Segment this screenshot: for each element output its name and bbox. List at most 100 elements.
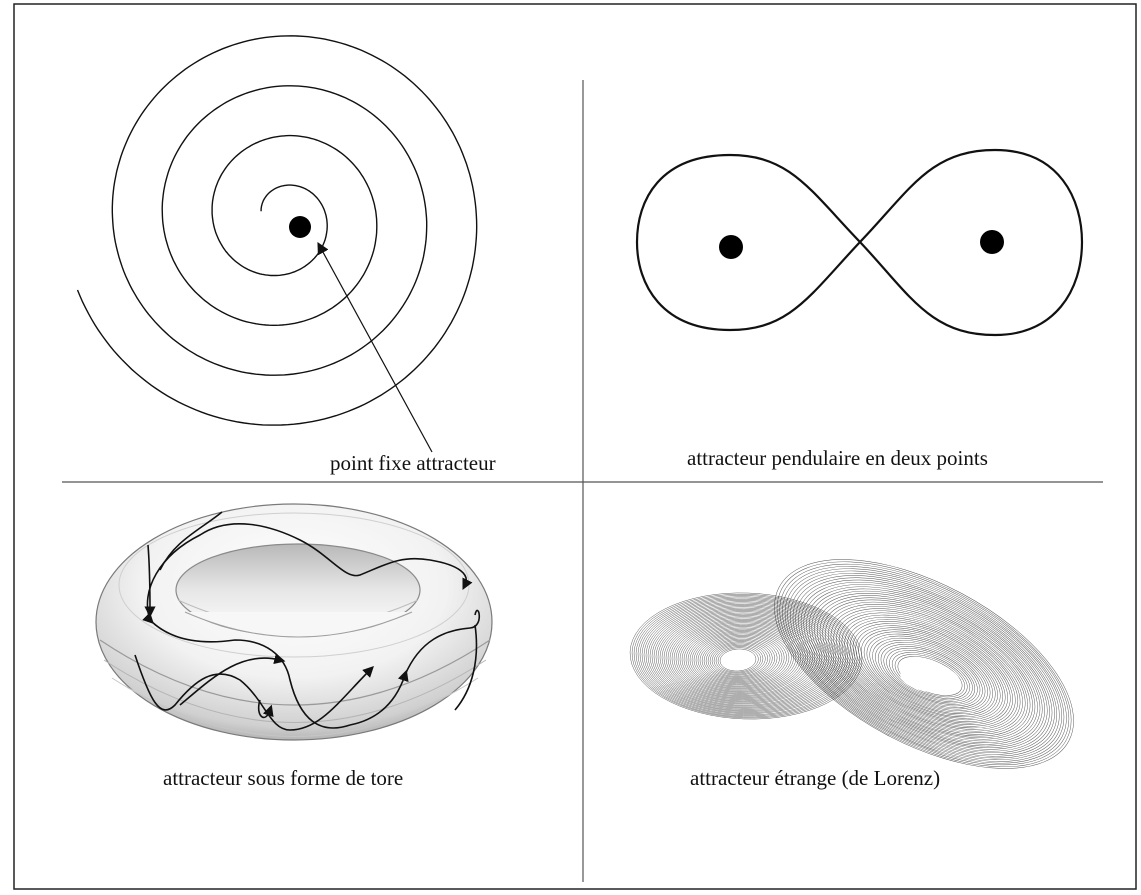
lorenz-orbit xyxy=(798,579,1053,754)
lorenz-orbit xyxy=(825,601,1028,737)
lorenz-orbit xyxy=(703,638,775,680)
lorenz-orbit xyxy=(800,581,1050,752)
lorenz-orbit xyxy=(779,563,1070,766)
spiral-trajectory xyxy=(76,35,478,426)
lorenz-orbit xyxy=(863,631,993,714)
lorenz-orbit xyxy=(673,620,811,696)
lorenz-orbit xyxy=(792,575,1058,757)
lorenz-orbit xyxy=(811,590,1041,745)
lorenz-orbit xyxy=(715,646,761,674)
lorenz-orbit xyxy=(633,595,858,718)
lorenz-orbit xyxy=(889,650,971,701)
lorenz-orbit xyxy=(827,603,1026,735)
lorenz-orbit xyxy=(631,593,860,719)
lorenz-orbit xyxy=(866,633,991,713)
lorenz-orbit xyxy=(880,644,978,705)
lorenz-orbit xyxy=(645,602,844,711)
lorenz-orbit xyxy=(790,572,1060,759)
lorenz-orbit xyxy=(814,593,1038,743)
lorenz-orbit xyxy=(803,584,1048,750)
lorenz-orbit xyxy=(858,627,998,718)
lorenz-orbit xyxy=(819,597,1033,740)
lorenz-orbit xyxy=(872,637,986,710)
lorenz-orbit xyxy=(719,648,757,672)
lorenz-orbit xyxy=(847,619,1009,724)
lorenz-orbit xyxy=(883,646,976,704)
lorenz-orbit xyxy=(691,631,790,687)
lorenz-orbit xyxy=(663,613,823,702)
lorenz-orbit xyxy=(671,618,813,697)
lorenz-orbit xyxy=(782,566,1067,764)
lorenz-orbit xyxy=(677,622,806,694)
lorenz-orbit xyxy=(637,597,853,716)
lorenz-orbit xyxy=(717,647,759,673)
lorenz-orbit xyxy=(709,642,768,677)
caption-torus: attracteur sous forme de tore xyxy=(163,766,403,790)
lorenz-orbit xyxy=(635,596,856,717)
lorenz-orbit xyxy=(661,612,825,703)
lorenz-orbit xyxy=(683,626,799,691)
caption-fixed-point: point fixe attracteur xyxy=(330,451,496,475)
lorenz-orbit xyxy=(705,640,773,679)
lorenz-orbit xyxy=(647,603,842,710)
lorenz-orbit xyxy=(643,601,846,712)
caption-pendulum: attracteur pendulaire en deux points xyxy=(687,446,988,470)
lorenz-orbit xyxy=(817,595,1036,742)
lorenz-right-eye xyxy=(900,663,960,693)
lorenz-orbit xyxy=(861,629,996,716)
lorenz-orbit xyxy=(711,643,766,676)
lorenz-orbit xyxy=(808,588,1043,747)
lorenz-orbit xyxy=(701,637,778,681)
lorenz-orbit xyxy=(657,610,830,705)
lorenz-orbit xyxy=(649,605,839,709)
lorenz-orbit xyxy=(795,577,1055,755)
lorenz-orbit xyxy=(877,641,981,707)
lorenz-orbit xyxy=(855,625,1001,719)
lorenz-orbit xyxy=(852,623,1004,721)
right-attractor-point xyxy=(980,230,1004,254)
lorenz-orbit xyxy=(844,616,1011,725)
lorenz-orbit xyxy=(806,586,1045,748)
lorenz-orbit xyxy=(841,614,1013,727)
fixed-point-arrow xyxy=(317,241,433,453)
lorenz-orbit xyxy=(787,570,1063,760)
lorenz-orbit xyxy=(894,654,965,698)
lorenz-orbit xyxy=(629,592,863,720)
lorenz-orbit xyxy=(776,561,1072,768)
left-attractor-point xyxy=(719,235,743,259)
lorenz-orbit xyxy=(669,617,816,698)
lorenz-orbit xyxy=(685,627,797,690)
lorenz-orbit xyxy=(886,648,973,702)
torus-trajectory xyxy=(134,511,481,731)
torus-surface xyxy=(95,503,493,741)
lorenz-orbit xyxy=(639,598,851,714)
lorenz-orbit xyxy=(697,635,783,683)
panel-pendulum: attracteur pendulaire en deux points xyxy=(635,148,1084,470)
panel-torus: attracteur sous forme de tore xyxy=(95,503,493,790)
panel-fixed-point: point fixe attracteur xyxy=(76,35,496,475)
lorenz-orbit xyxy=(689,630,792,688)
lorenz-orbit xyxy=(675,621,809,695)
lorenz-orbit xyxy=(869,635,988,711)
lorenz-orbit xyxy=(693,632,787,686)
lorenz-orbit xyxy=(655,608,832,706)
lorenz-orbit xyxy=(687,628,794,689)
lorenz-orbit xyxy=(838,612,1016,729)
lorenz-orbit xyxy=(875,639,983,708)
lorenz-orbit xyxy=(651,606,837,708)
lorenz-orbit xyxy=(822,599,1031,738)
lorenz-orbit xyxy=(833,608,1021,732)
lorenz-orbit xyxy=(784,568,1065,762)
lorenz-left-eye xyxy=(724,651,752,669)
figure-eight-trajectory xyxy=(635,148,1084,337)
lorenz-orbit xyxy=(836,610,1019,730)
lorenz-orbit xyxy=(707,641,771,678)
lorenz-orbit xyxy=(713,644,764,675)
lorenz-orbit xyxy=(653,607,835,707)
caption-lorenz: attracteur étrange (de Lorenz) xyxy=(690,766,940,790)
lorenz-orbit xyxy=(641,600,849,713)
lorenz-orbit xyxy=(695,633,785,685)
fixed-point-dot xyxy=(289,216,311,238)
lorenz-orbit xyxy=(891,652,968,699)
